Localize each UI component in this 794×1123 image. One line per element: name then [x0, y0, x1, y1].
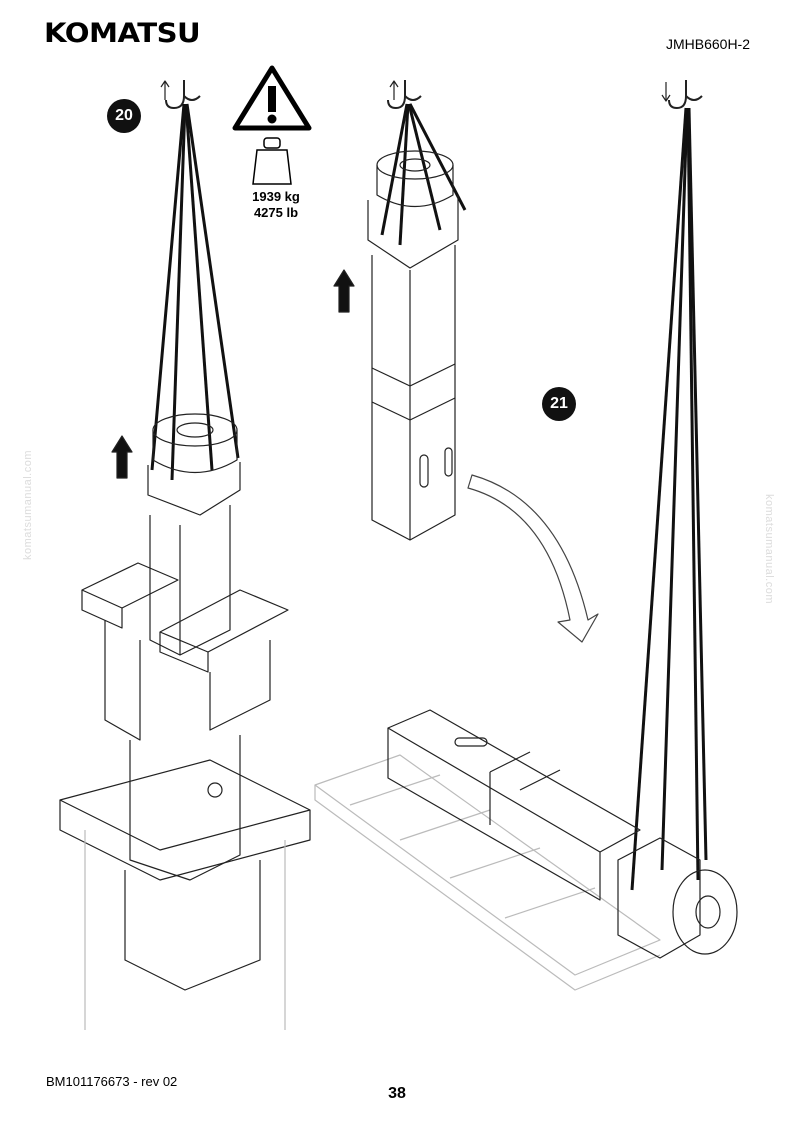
- hook-left-icon: [165, 80, 201, 109]
- brand-logo: KOMATSU: [44, 18, 201, 49]
- hook-right-icon: [668, 80, 703, 109]
- hook-center-icon: [387, 80, 422, 109]
- slings-center: [380, 103, 467, 246]
- lift-arrow-left: [111, 435, 133, 479]
- document-reference: BM101176673 - rev 02: [46, 1074, 178, 1089]
- pallets: [314, 754, 661, 991]
- step-21-badge: 21: [542, 387, 576, 421]
- bracket-left: [59, 562, 311, 991]
- hammer-cap-left: [147, 413, 241, 516]
- page-number: 38: [388, 1085, 406, 1102]
- arrow-down-small-right: [661, 82, 671, 102]
- arrow-up-small-center: [389, 80, 399, 100]
- bracket-hidden-lines: [84, 830, 286, 1030]
- weight-lb: 4275 lb: [253, 205, 299, 220]
- weight-icon: [252, 137, 292, 185]
- arrow-up-small-left: [160, 80, 170, 100]
- hammer-body-left: [149, 505, 231, 656]
- document-id: JMHB660H-2: [665, 36, 750, 52]
- step-20-badge: 20: [107, 99, 141, 133]
- transfer-curved-arrow: [467, 474, 599, 643]
- warning-triangle-icon: [232, 65, 312, 185]
- weight-kg: 1939 kg: [252, 189, 300, 204]
- hammer-cap-right: [617, 837, 738, 959]
- lift-arrow-center: [333, 269, 355, 313]
- slings-left: [150, 103, 240, 481]
- hammer-body-center: [371, 245, 456, 541]
- hammer-cap-center: [367, 150, 459, 269]
- slings-right: [630, 107, 708, 891]
- weight-label: 1939 kg 4275 lb: [236, 189, 316, 221]
- hammer-body-right: [387, 709, 641, 901]
